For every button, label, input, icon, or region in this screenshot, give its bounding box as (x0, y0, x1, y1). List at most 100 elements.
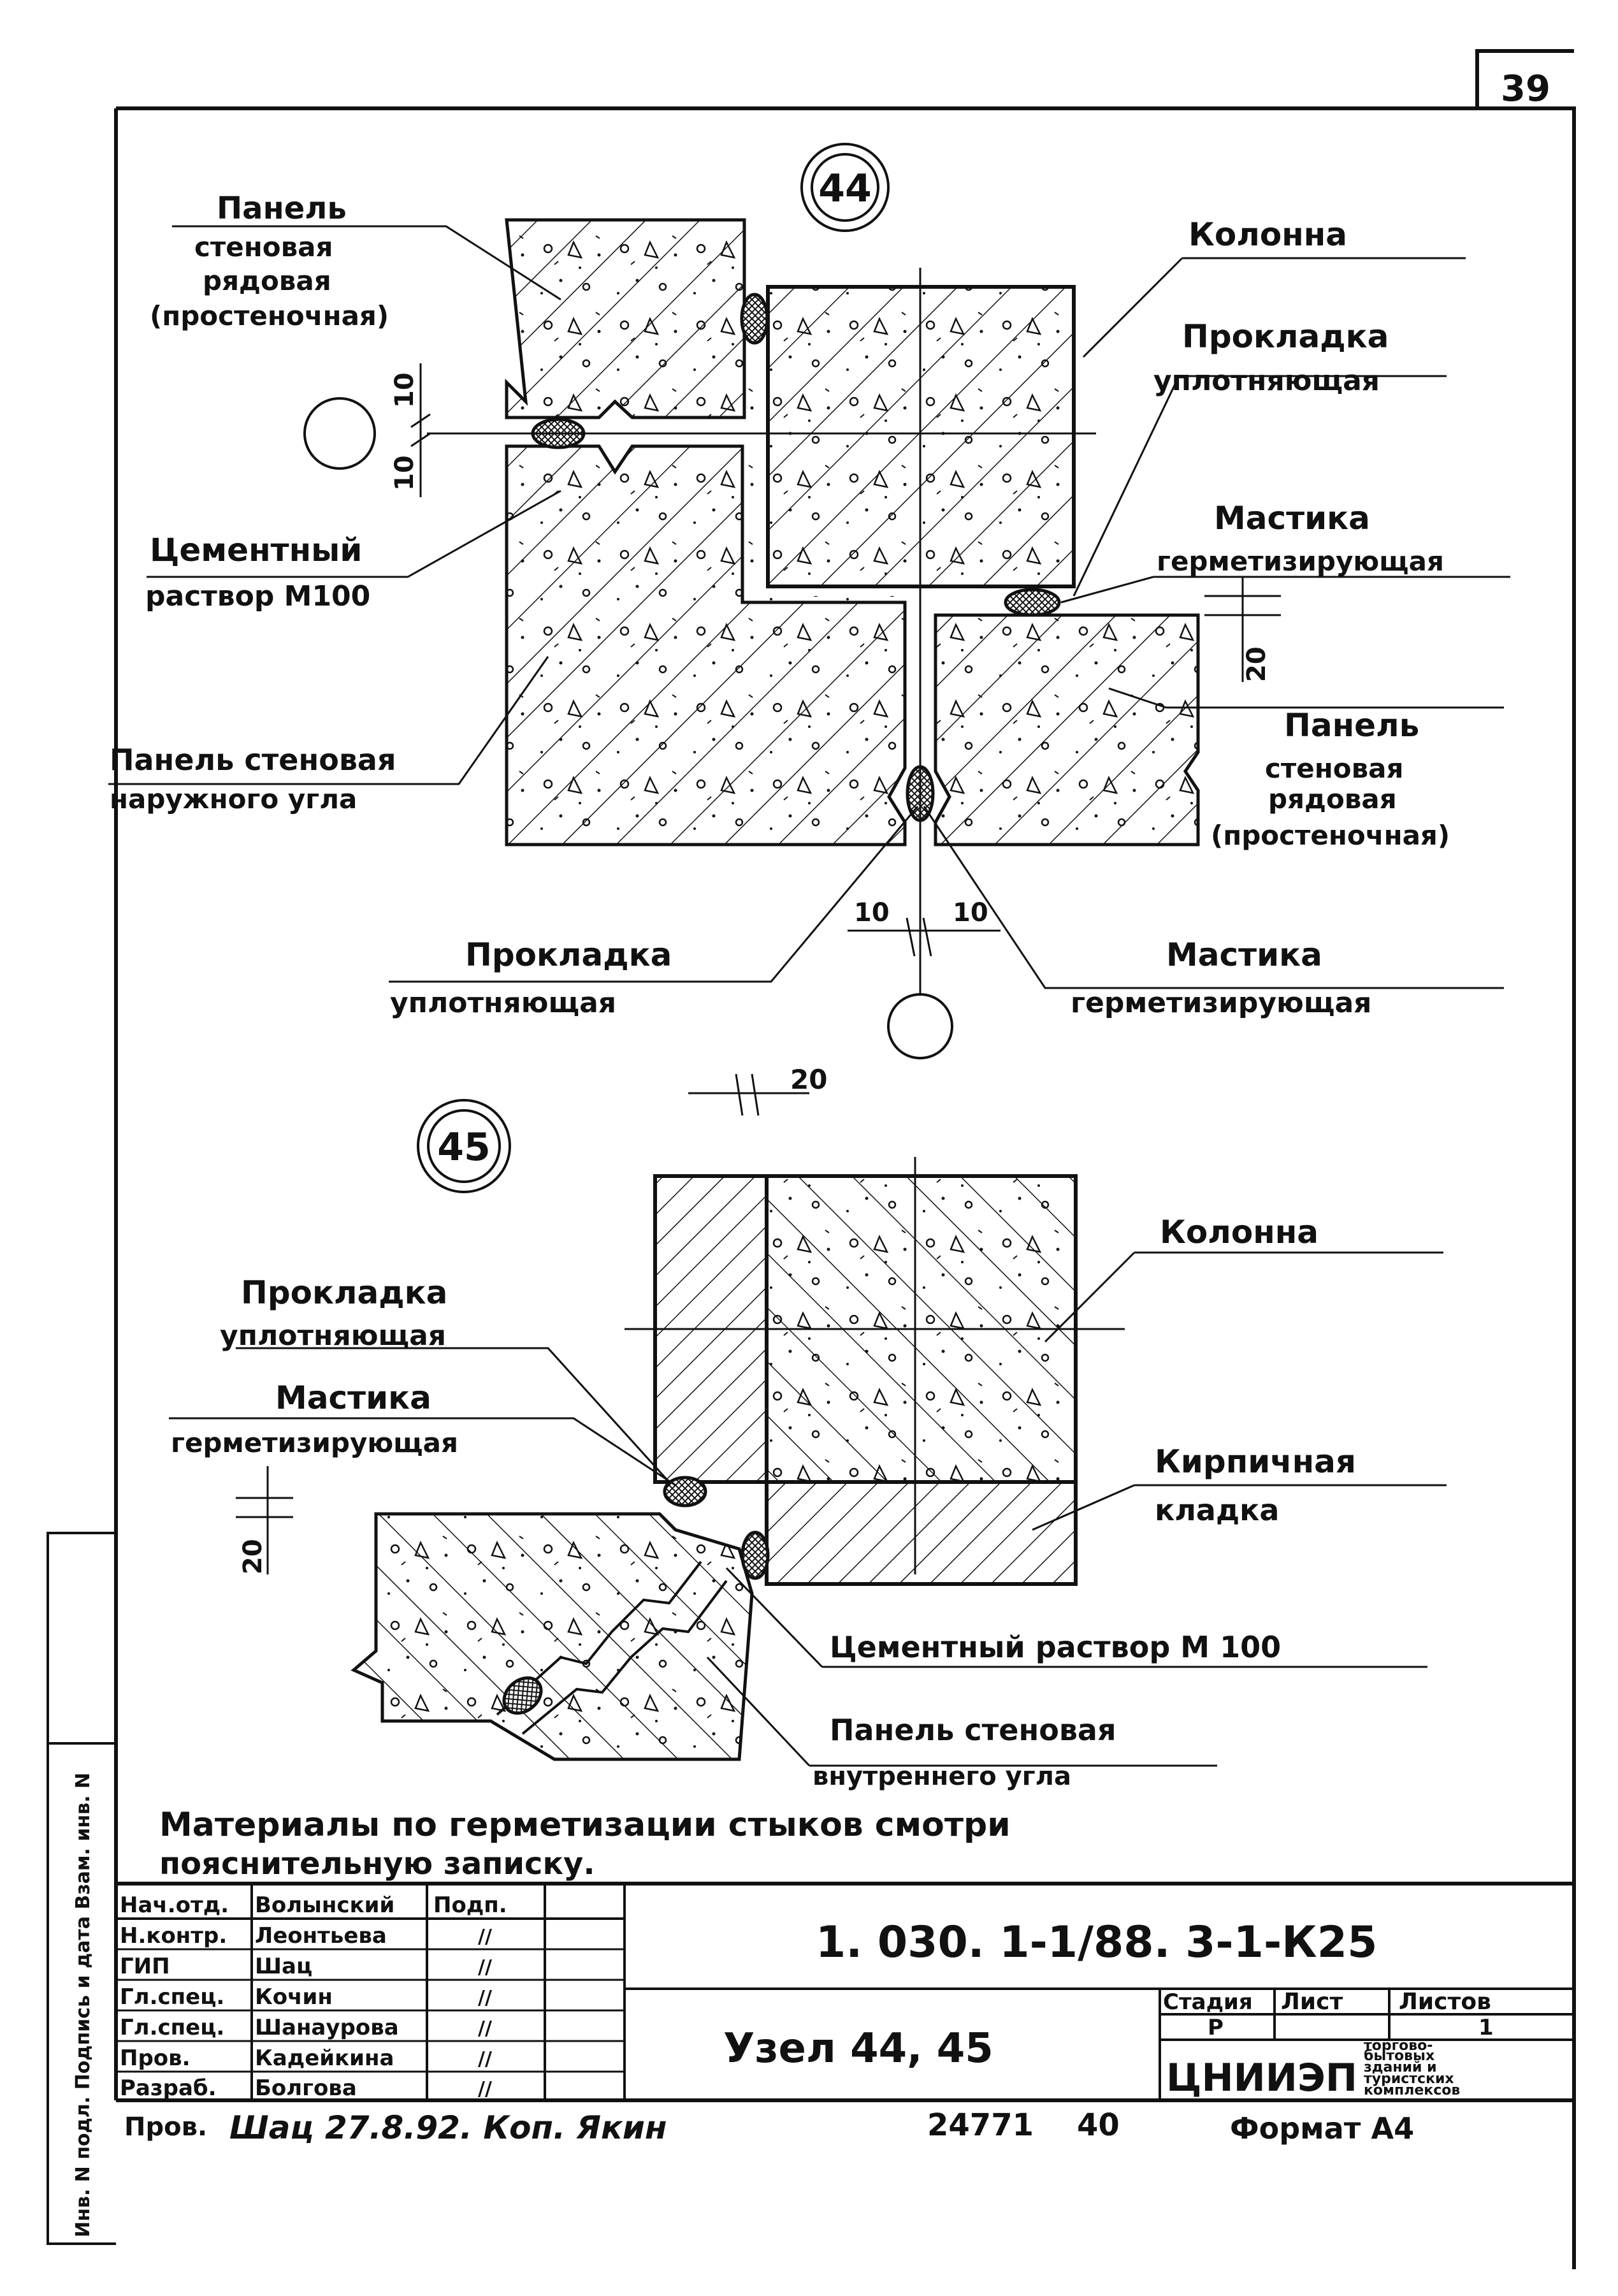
node-44-corner-panel-label-2: наружного угла (110, 783, 357, 815)
node-44-panel-left-label-2: стеновая (194, 231, 333, 263)
node-44-gasket-upper (740, 293, 769, 345)
node-45-cement-label: Цементный раствор М 100 (830, 1630, 1281, 1664)
page-number: 39 (1501, 68, 1550, 110)
node-44-dim-20: 20 (1242, 646, 1271, 682)
note-line-1: Материалы по герметизации стыков смотри (159, 1806, 1011, 1844)
node-45-marker-outer (417, 1099, 511, 1193)
node-44-labels: Панель стеновая рядовая (простеночная) К… (110, 191, 1450, 1019)
node-44-mastic-top (1004, 588, 1061, 617)
drawing-title: Узел 44, 45 (723, 2025, 993, 2072)
node-44-mastic-bottom-label-1: Мастика (1166, 936, 1322, 973)
sign-3: // (478, 1987, 492, 2009)
org-logo: ЦНИИЭП (1166, 2056, 1357, 2100)
node-44-axis-marker-left (303, 397, 376, 470)
node-45-brick-label-1: Кирпичная (1155, 1443, 1356, 1480)
sheet-header: Лист (1281, 1989, 1343, 2015)
node-45-leaders (169, 1251, 1447, 1767)
node-44-panel-left-label-1: Панель (217, 191, 347, 226)
stage-header: Стадия (1163, 1989, 1253, 2015)
org-text-1: бытовых (1364, 2048, 1434, 2064)
org-text-3: туристских (1364, 2071, 1454, 2087)
sign-2: // (478, 1956, 492, 1979)
name-5: Кадейкина (255, 2045, 394, 2071)
node-44-dim-10-bottom: 10 (390, 455, 419, 491)
name-6: Болгова (255, 2075, 357, 2101)
sheet-frame: 39 (114, 49, 1576, 2269)
node-45-gasket-label-2: уплотняющая (220, 1319, 446, 1352)
sheets-value: 1 (1478, 2015, 1494, 2040)
node-45-labels: Колонна Прокладка уплотняющая Мастика ге… (171, 1214, 1356, 1791)
role-4: Гл.спец. (120, 2015, 224, 2040)
node-44-marker-outer (800, 143, 890, 232)
node-44-dim-10-top: 10 (390, 372, 419, 408)
footer-handwritten: Шац 27.8.92. Коп. Якин (229, 2109, 667, 2146)
footer: Пров. Шац 27.8.92. Коп. Якин 24771 40 Фо… (124, 2107, 1414, 2146)
note-line-2: пояснительную записку. (159, 1846, 595, 1882)
role-3: Гл.спец. (120, 1984, 224, 2010)
org-text-4: комплексов (1364, 2082, 1460, 2098)
node-45-marker-inner (427, 1109, 501, 1183)
frame-top-right (116, 106, 1576, 2269)
footer-format: Формат А4 (1230, 2111, 1414, 2146)
sign-1: // (478, 1926, 492, 1948)
node-45-inner-panel-label-1: Панель стеновая (830, 1713, 1116, 1747)
footer-checked-label: Пров. (124, 2112, 207, 2142)
node-45-gasket-label-1: Прокладка (241, 1274, 447, 1311)
sheets-header: Листов (1399, 1989, 1491, 2015)
node-44-column-label: Колонна (1188, 216, 1347, 253)
role-2: ГИП (120, 1954, 170, 1979)
name-2: Шац (255, 1954, 312, 1979)
title-block: Нач.отд. Волынский Подп. Н.контр. Леонть… (116, 1882, 1574, 2102)
node-44-gasket-top-label-1: Прокладка (1182, 318, 1389, 355)
name-4: Шанаурова (255, 2015, 399, 2040)
node-45-gasket-right (740, 1530, 770, 1580)
margin-stamp-text: Инв. N подл. Подпись и дата Взам. инв. N (72, 1773, 94, 2237)
node-44-cement-label-2: раствор М100 (145, 580, 370, 613)
node-45-mastic-label-1: Мастика (275, 1379, 431, 1416)
name-1: Леонтьева (255, 1923, 387, 1949)
node-45-brick-masonry (765, 1480, 1078, 1586)
name-3: Кочин (255, 1984, 333, 2010)
node-44-mastic-bottom-label-2: герметизирующая (1071, 987, 1371, 1019)
node-44-dim-10-right: 10 (953, 898, 988, 927)
sign-6: // (478, 2078, 492, 2100)
node-45-brick-label-2: кладка (1155, 1493, 1279, 1527)
roles-table: Нач.отд. Волынский Подп. Н.контр. Леонть… (120, 1893, 507, 2101)
node-44-axis-marker-bottom (887, 993, 953, 1059)
node-45-diagonal-joint (496, 1560, 702, 1716)
node-44-panel-right-label-2: стеновая (1265, 753, 1404, 784)
node-44-gasket-bottom-label-2: уплотняющая (390, 987, 616, 1019)
org-text-0: торгово- (1364, 2038, 1433, 2054)
footer-number-right: 40 (1077, 2107, 1120, 2143)
node-44-gasket-bottom-label-1: Прокладка (465, 936, 672, 973)
node-44-panel-left-label-4: (простеночная) (150, 300, 389, 331)
node-44-corner-panel-label-1: Панель стеновая (110, 743, 396, 777)
node-45-inner-panel-label-2: внутреннего угла (813, 1762, 1071, 1791)
node-45-column-label: Колонна (1160, 1214, 1318, 1251)
node-45-mastic-label-2: герметизирующая (171, 1427, 458, 1458)
role-0: Нач.отд. (120, 1893, 229, 1918)
org-text-2: зданий и (1364, 2060, 1437, 2075)
node-45-gasket-diagonal (502, 1676, 543, 1715)
node-44: 44 10 10 (108, 143, 1510, 1059)
role-5: Пров. (120, 2045, 191, 2071)
page-number-box (1475, 49, 1574, 108)
node-44-panel-right-label-1: Панель (1284, 707, 1419, 744)
node-44-mastic-top-label-1: Мастика (1214, 500, 1370, 537)
node-44-dimensions: 10 10 20 10 10 (390, 363, 1281, 957)
node-45-marker-number: 45 (437, 1125, 491, 1170)
materials-note: Материалы по герметизации стыков смотри … (159, 1806, 1011, 1882)
node-44-marker-number: 44 (818, 166, 872, 211)
sign-5: // (478, 2048, 492, 2070)
node-44-panel-right-label-4: (простеночная) (1211, 820, 1450, 851)
node-45: 45 20 20 (169, 1064, 1447, 1791)
margin-stamp: Инв. N подл. Подпись и дата Взам. инв. N (47, 1532, 116, 2245)
sign-4: // (478, 2017, 492, 2040)
role-1: Н.контр. (120, 1923, 227, 1949)
node-44-marker-inner (811, 153, 879, 222)
node-45-dim-20-left: 20 (238, 1539, 268, 1574)
name-0: Волынский (255, 1893, 394, 1918)
node-44-panel-left-label-3: рядовая (203, 265, 331, 296)
